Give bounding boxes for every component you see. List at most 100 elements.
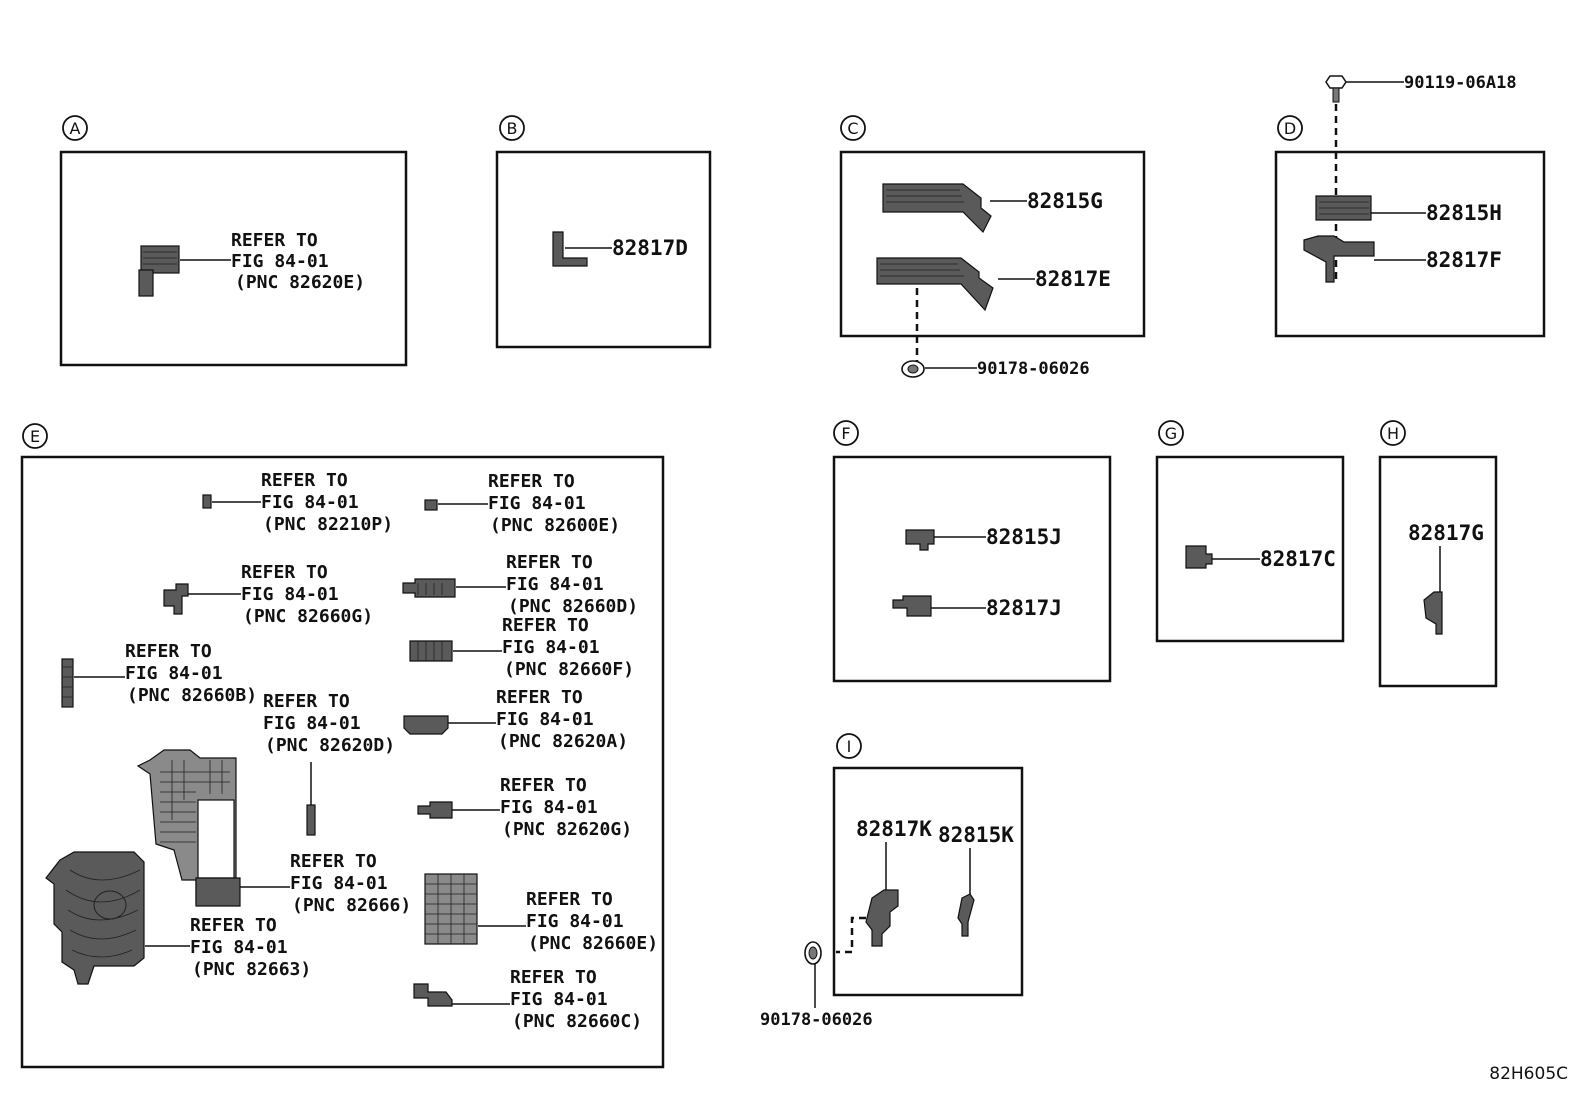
e6-line3: (PNC 82620D) xyxy=(265,735,395,756)
e0-line3: (PNC 82210P) xyxy=(263,514,393,535)
e1-line1: REFER TO xyxy=(488,471,575,492)
a-refer-line2: FIG 84-01 xyxy=(231,251,329,272)
e5-line2: FIG 84-01 xyxy=(125,663,223,684)
e7-line2: FIG 84-01 xyxy=(496,709,594,730)
section-b: B 82817D xyxy=(495,115,712,349)
e-part-82660e-icon xyxy=(424,873,478,945)
part-82815j-icon xyxy=(905,529,935,551)
part-82817c-icon xyxy=(1185,545,1213,569)
section-f-label: F xyxy=(841,424,850,443)
part-82815g-icon xyxy=(882,183,992,234)
e2-line3: (PNC 82660G) xyxy=(243,606,373,627)
part-82815g-label: 82815G xyxy=(1027,189,1103,213)
e3-line3: (PNC 82660D) xyxy=(508,596,638,617)
section-g-label: G xyxy=(1165,424,1177,443)
clip-90178-icon xyxy=(901,360,925,378)
section-c: C 82815G 82817E 90178-06026 xyxy=(839,115,1146,379)
part-82817d-label: 82817D xyxy=(612,236,688,260)
section-h-marker xyxy=(1380,420,1406,446)
e12-line3: (PNC 82660C) xyxy=(512,1011,642,1032)
e6-line1: REFER TO xyxy=(263,691,350,712)
part-82817f-icon xyxy=(1303,235,1375,283)
part-82817f-label: 82817F xyxy=(1426,248,1502,272)
part-82815k-icon xyxy=(957,893,975,937)
e4-line2: FIG 84-01 xyxy=(502,637,600,658)
part-82815h-label: 82815H xyxy=(1426,201,1502,225)
e8-line1: REFER TO xyxy=(500,775,587,796)
e9-line1: REFER TO xyxy=(290,851,377,872)
part-82817j-icon xyxy=(892,595,932,617)
e11-line1: REFER TO xyxy=(190,915,277,936)
section-i: I 82817K 82815K 90178-06026 xyxy=(760,733,1024,1030)
section-g: G 82817C xyxy=(1155,420,1345,643)
section-h-label: H xyxy=(1387,424,1399,443)
e-part-82660b-icon xyxy=(61,658,74,708)
section-h-box xyxy=(1378,455,1498,688)
section-c-box xyxy=(839,150,1146,338)
e-part-82660d-icon xyxy=(402,578,456,598)
e-part-82663-icon xyxy=(45,851,145,985)
part-82817d-icon xyxy=(552,231,588,267)
part-82815k-label: 82815K xyxy=(938,823,1014,847)
section-a: A REFER TO FIG 84-01 (PNC 82620E) xyxy=(59,115,408,367)
part-82817j-label: 82817J xyxy=(986,596,1062,620)
e4-line3: (PNC 82660F) xyxy=(504,659,634,680)
diagram-code: 82H605C xyxy=(1489,1064,1568,1084)
e11-line2: FIG 84-01 xyxy=(190,937,288,958)
fastener-c-label: 90178-06026 xyxy=(977,359,1090,379)
e1-line3: (PNC 82600E) xyxy=(490,515,620,536)
e7-line3: (PNC 82620A) xyxy=(498,731,628,752)
e12-line1: REFER TO xyxy=(510,967,597,988)
section-i-box xyxy=(832,766,1024,997)
section-e-label: E xyxy=(30,427,40,446)
e8-line2: FIG 84-01 xyxy=(500,797,598,818)
section-a-marker xyxy=(62,115,88,141)
e-part-82210p-icon xyxy=(202,494,212,509)
e8-line3: (PNC 82620G) xyxy=(502,819,632,840)
section-e-marker xyxy=(22,423,48,449)
section-c-marker xyxy=(840,115,866,141)
part-82817g-icon xyxy=(1423,591,1443,635)
section-g-marker xyxy=(1158,420,1184,446)
part-82815j-label: 82815J xyxy=(986,525,1062,549)
e12-line2: FIG 84-01 xyxy=(510,989,608,1010)
section-f: F 82815J 82817J xyxy=(832,420,1112,683)
part-82817g-label: 82817G xyxy=(1408,521,1484,545)
e3-line2: FIG 84-01 xyxy=(506,574,604,595)
part-82817e-icon xyxy=(876,257,994,312)
e2-line1: REFER TO xyxy=(241,562,328,583)
section-d-box xyxy=(1274,150,1546,338)
e-part-82660f-icon xyxy=(409,640,453,662)
section-i-label: I xyxy=(847,737,852,756)
section-e: E REFER TO FIG 84-01 (PNC 82210P) REFER … xyxy=(20,423,665,1069)
e11-line3: (PNC 82663) xyxy=(192,959,311,980)
e5-line1: REFER TO xyxy=(125,641,212,662)
e2-line2: FIG 84-01 xyxy=(241,584,339,605)
a-refer-line3: (PNC 82620E) xyxy=(235,272,365,293)
section-g-box xyxy=(1155,455,1345,643)
a-refer-line1: REFER TO xyxy=(231,230,318,251)
part-82817k-icon xyxy=(865,889,899,947)
e4-line1: REFER TO xyxy=(502,615,589,636)
e-part-82660c-icon xyxy=(413,983,453,1007)
part-a-connector xyxy=(138,245,180,297)
fastener-i-label: 90178-06026 xyxy=(760,1010,873,1030)
e-part-82600e-icon xyxy=(424,499,438,511)
section-b-marker xyxy=(499,115,525,141)
section-f-box xyxy=(832,455,1112,683)
fastener-i-dashline xyxy=(836,916,866,954)
part-82817c-label: 82817C xyxy=(1260,547,1336,571)
e7-line1: REFER TO xyxy=(496,687,583,708)
e3-line1: REFER TO xyxy=(506,552,593,573)
e0-line1: REFER TO xyxy=(261,470,348,491)
section-e-box xyxy=(20,455,665,1069)
e1-line2: FIG 84-01 xyxy=(488,493,586,514)
e0-line2: FIG 84-01 xyxy=(261,492,359,513)
section-d-marker xyxy=(1277,115,1303,141)
section-d-label: D xyxy=(1284,119,1296,138)
e-part-82620a-icon xyxy=(403,715,449,735)
clip-90178-i-icon xyxy=(804,941,822,965)
section-b-label: B xyxy=(507,119,518,138)
section-a-label: A xyxy=(70,119,81,138)
